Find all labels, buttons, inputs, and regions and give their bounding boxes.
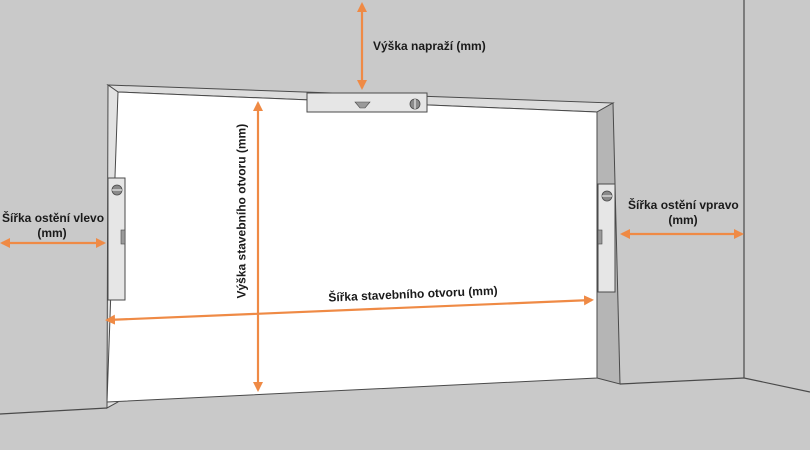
left-jamb-label-line2: (mm) (37, 226, 67, 240)
floor-line-left (0, 407, 108, 415)
right-jamb-label: Šířka ostění vpravo (mm) (628, 198, 739, 228)
spirit-level-right-icon (597, 183, 616, 293)
opening-width-arrow (105, 295, 594, 325)
opening-back (106, 91, 598, 403)
spirit-level-left-icon (107, 177, 126, 301)
left-jamb-label-line1: Šířka ostění vlevo (2, 211, 105, 225)
floor-line-right (619, 377, 745, 385)
spirit-level-top-icon (306, 92, 428, 113)
header-height-label: Výška napraží (mm) (373, 39, 486, 53)
opening-height-label: Výška stavebního otvoru (mm) (234, 123, 249, 299)
right-jamb-label-line2: (mm) (668, 213, 698, 227)
left-jamb-label: Šířka ostění vlevo (mm) (2, 211, 105, 241)
right-jamb-label-line1: Šířka ostění vpravo (628, 198, 739, 212)
